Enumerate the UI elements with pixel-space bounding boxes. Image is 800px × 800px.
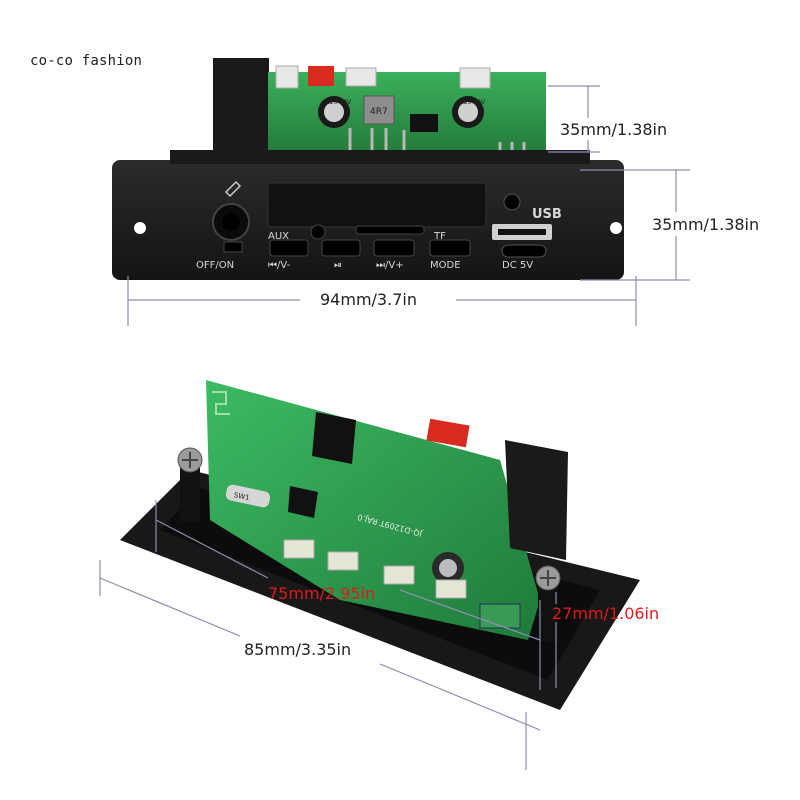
connector-white-d	[435, 579, 467, 599]
aux-label: AUX	[268, 231, 289, 242]
bottom-module: SW1 JQ-D1209T RAJ.0	[120, 380, 640, 710]
mode-label: MODE	[430, 260, 461, 271]
power-switch	[223, 241, 243, 253]
dc5v-label: DC 5V	[502, 260, 533, 271]
inductor	[363, 95, 395, 125]
prev-label: ⏮/V-	[268, 260, 291, 271]
connector-red-bottom	[426, 418, 470, 448]
connector-white-c	[383, 565, 415, 585]
main-ic	[312, 412, 356, 464]
dim-cutout-height: 27mm/1.06in	[552, 604, 660, 623]
top-module: 220 10V 220 10V 4R7	[112, 58, 624, 280]
standoff-left	[180, 462, 200, 522]
antenna-trace	[212, 391, 230, 415]
connector-white-3	[459, 67, 491, 89]
dim-bottom-panel-width: 85mm/3.35in	[244, 640, 352, 659]
display-window	[267, 182, 487, 228]
dc-port	[501, 244, 547, 258]
crystal	[225, 484, 271, 508]
bottom-dimension-lines	[99, 500, 557, 770]
mount-hole-right	[610, 222, 622, 234]
ir-receiver	[503, 193, 521, 211]
next-button	[373, 239, 415, 257]
small-jack	[310, 224, 326, 240]
dim-panel-width: 94mm/3.7in	[320, 290, 417, 309]
off-on-label: OFF/ON	[196, 260, 234, 271]
connector-white-b	[327, 551, 359, 571]
inductor-label: 4R7	[370, 107, 388, 117]
connector-white-1	[275, 65, 299, 89]
dim-top-pcb-height: 35mm/1.38in	[560, 120, 668, 139]
cap-right-label: 220 10V	[460, 99, 486, 106]
dim-panel-height: 35mm/1.38in	[652, 215, 760, 234]
next-label: ⏭/V+	[376, 260, 404, 271]
tf-label: TF	[433, 231, 446, 242]
ic-chip	[410, 114, 438, 132]
dim-cutout-width: 75mm/2.95in	[268, 584, 376, 603]
mount-hole-left	[134, 222, 146, 234]
top-dimension-lines	[127, 85, 690, 326]
usb-label: USB	[532, 207, 562, 222]
tf-slot	[355, 225, 425, 235]
connector-white-2	[345, 67, 377, 87]
mode-button	[429, 239, 471, 257]
watermark-text: co-co fashion	[30, 53, 143, 69]
connector-red	[308, 66, 334, 86]
side-connector	[505, 440, 568, 560]
crystal-label: SW1	[233, 491, 250, 502]
side-bracket	[213, 58, 269, 158]
prev-button	[269, 239, 309, 257]
connector-white-a	[283, 539, 315, 559]
play-button	[321, 239, 361, 257]
microphone-icon	[224, 180, 242, 198]
standoff-right	[538, 582, 558, 642]
connector-green	[479, 603, 521, 629]
small-ic	[288, 486, 318, 518]
cap-left-label: 220 10V	[326, 99, 352, 106]
play-label: ⏯	[334, 260, 342, 271]
